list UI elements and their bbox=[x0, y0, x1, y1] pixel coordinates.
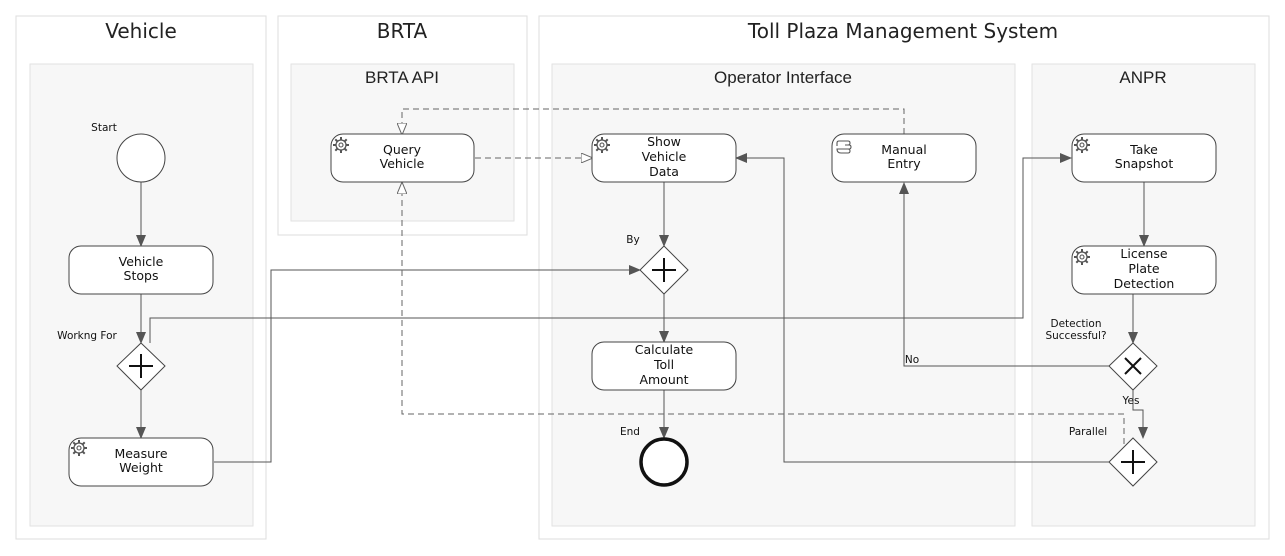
detection-label-line1: Detection bbox=[1050, 318, 1101, 330]
flow-detection-no-to-manual bbox=[899, 182, 1109, 367]
task-manual-line1: Manual bbox=[881, 142, 926, 157]
x-icon bbox=[1124, 357, 1142, 375]
task-lpd-line2: Plate bbox=[1128, 261, 1160, 276]
task-lpd-line1: License bbox=[1120, 246, 1167, 261]
task-lpd-line3: Detection bbox=[1114, 276, 1175, 291]
task-manual-line2: Entry bbox=[887, 156, 921, 171]
lane-brta-api-title: BRTA API bbox=[365, 68, 439, 87]
pool-toll-title: Toll Plaza Management System bbox=[747, 19, 1058, 43]
task-snapshot-line1: Take bbox=[1129, 142, 1158, 157]
task-calc-line2: Toll bbox=[653, 357, 674, 372]
gateway-parallel[interactable] bbox=[1108, 437, 1158, 487]
gateway-by[interactable] bbox=[639, 245, 689, 295]
msg-parallel-to-query bbox=[402, 183, 1125, 444]
task-calculate-toll[interactable]: Calculate Toll Amount bbox=[591, 341, 737, 391]
task-calc-line1: Calculate bbox=[635, 342, 694, 357]
plus-icon bbox=[652, 258, 676, 282]
start-event[interactable] bbox=[116, 133, 166, 183]
end-label: End bbox=[620, 426, 640, 438]
lane-operator-title: Operator Interface bbox=[714, 68, 852, 87]
task-query-vehicle-line1: Query bbox=[383, 142, 422, 157]
hand-icon bbox=[836, 140, 852, 154]
task-take-snapshot[interactable]: Take Snapshot bbox=[1071, 133, 1217, 183]
task-calc-line3: Amount bbox=[639, 372, 688, 387]
pool-brta-title: BRTA bbox=[377, 19, 428, 43]
flow-gateway-to-snapshot bbox=[149, 153, 1072, 343]
gateway-by-label: By bbox=[626, 234, 639, 246]
task-query-vehicle[interactable]: Query Vehicle bbox=[330, 133, 475, 183]
gateway-workng-for-label: Workng For bbox=[57, 330, 117, 342]
flow-detection-yes-to-parallel bbox=[1132, 390, 1148, 439]
task-vehicle-stops[interactable]: Vehicle Stops bbox=[68, 245, 214, 295]
task-measure-weight[interactable]: Measure Weight bbox=[68, 437, 214, 487]
task-vehicle-stops-line1: Vehicle bbox=[119, 254, 164, 269]
task-show-line2: Vehicle bbox=[642, 149, 687, 164]
sequence-flows bbox=[136, 153, 1149, 463]
task-snapshot-line2: Snapshot bbox=[1115, 156, 1174, 171]
flow-label-yes: Yes bbox=[1122, 395, 1140, 407]
message-flows bbox=[402, 108, 1125, 444]
gateway-detection-successful[interactable] bbox=[1108, 342, 1158, 391]
detection-label-line2: Successful? bbox=[1045, 330, 1106, 342]
task-license-plate-detection[interactable]: License Plate Detection bbox=[1071, 245, 1217, 295]
gateway-parallel-label: Parallel bbox=[1069, 426, 1107, 438]
end-event[interactable] bbox=[639, 437, 689, 487]
task-show-line3: Data bbox=[649, 164, 679, 179]
flow-label-no: No bbox=[905, 354, 919, 366]
msg-manual-to-query bbox=[402, 108, 905, 134]
start-label: Start bbox=[91, 122, 117, 134]
task-manual-entry[interactable]: Manual Entry bbox=[831, 133, 977, 183]
lane-anpr-title: ANPR bbox=[1119, 68, 1166, 87]
task-show-vehicle-data[interactable]: Show Vehicle Data bbox=[591, 133, 737, 183]
flow-weight-to-by-gateway bbox=[214, 265, 641, 463]
plus-icon bbox=[1121, 450, 1145, 474]
task-show-line1: Show bbox=[647, 134, 681, 149]
task-measure-weight-line1: Measure bbox=[114, 446, 167, 461]
plus-icon bbox=[129, 354, 153, 378]
flow-parallel-to-show bbox=[735, 153, 1109, 463]
gateway-workng-for[interactable] bbox=[116, 342, 166, 391]
task-query-vehicle-line2: Vehicle bbox=[380, 156, 425, 171]
task-measure-weight-line2: Weight bbox=[119, 460, 163, 475]
pool-vehicle-title: Vehicle bbox=[105, 19, 177, 43]
task-vehicle-stops-line2: Stops bbox=[124, 268, 159, 283]
